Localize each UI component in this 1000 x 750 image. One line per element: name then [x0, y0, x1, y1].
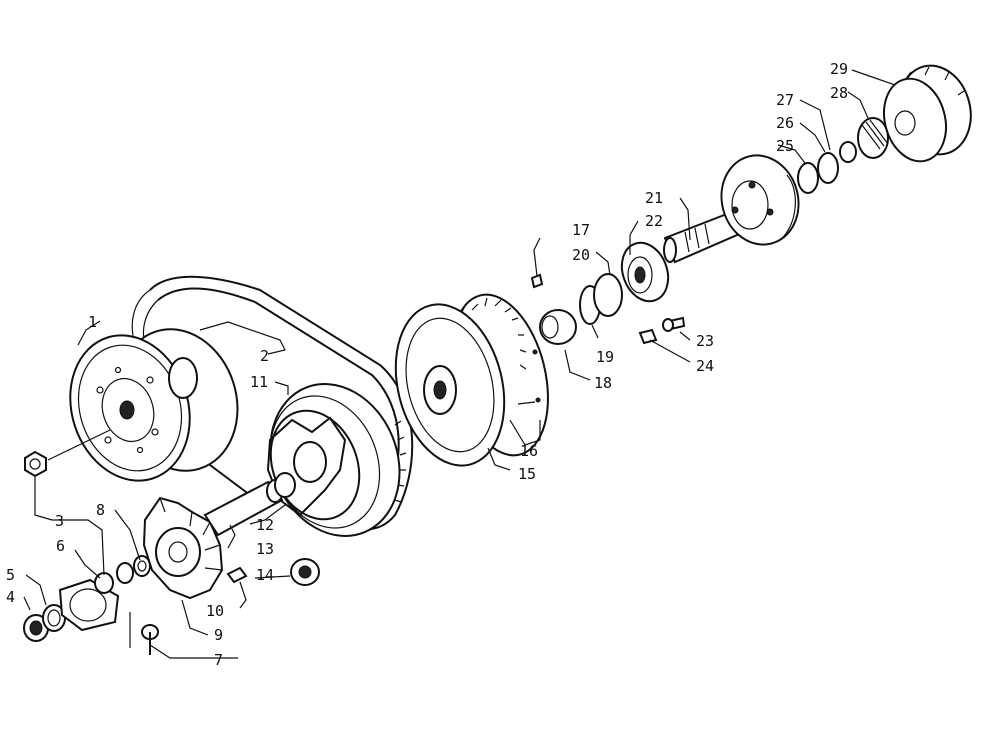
- callout-28: 28: [830, 84, 848, 102]
- callout-1: 1: [88, 313, 97, 331]
- bolt-part: [141, 624, 159, 655]
- callout-5: 5: [6, 566, 15, 584]
- callout-23: 23: [696, 332, 714, 350]
- callout-24: 24: [696, 357, 714, 375]
- callout-29: 29: [830, 60, 848, 78]
- callout-9: 9: [214, 626, 223, 644]
- bearing-group: [539, 241, 670, 345]
- leader-lines: [23, 69, 896, 659]
- driven-sheave: [394, 293, 549, 467]
- bearing-and-washers: [23, 555, 151, 642]
- callout-10: 10: [206, 602, 224, 620]
- callout-12: 12: [256, 516, 274, 534]
- callout-11: 11: [250, 373, 268, 391]
- callout-15: 15: [518, 465, 536, 483]
- callout-4: 4: [6, 588, 15, 606]
- callout-22: 22: [645, 212, 663, 230]
- nut-part: [24, 450, 47, 478]
- drive-clutch-sheave: [69, 328, 239, 482]
- rings-and-bearing: [797, 117, 889, 194]
- callout-27: 27: [776, 91, 794, 109]
- callout-19: 19: [596, 348, 614, 366]
- callout-18: 18: [594, 374, 612, 392]
- hardware-bolts: [530, 273, 686, 345]
- callout-26: 26: [776, 114, 794, 132]
- callout-6: 6: [56, 537, 65, 555]
- callout-20: 20: [572, 246, 590, 264]
- clutch-drum: [883, 64, 972, 163]
- callout-2: 2: [260, 347, 269, 365]
- callout-14: 14: [256, 566, 274, 584]
- callout-3: 3: [55, 512, 64, 530]
- callout-13: 13: [256, 540, 274, 558]
- driven-clutch: [266, 383, 407, 537]
- callout-21: 21: [645, 189, 663, 207]
- small-parts: [226, 558, 320, 586]
- movable-sheave: [142, 496, 224, 600]
- callout-7: 7: [214, 651, 223, 669]
- callout-8: 8: [96, 501, 105, 519]
- callouts: 1 2 3 4 5 6 7 8 9 10 11 12 13 14 15 16 1…: [6, 60, 848, 669]
- output-shaft: [663, 154, 800, 264]
- callout-16: 16: [520, 442, 538, 460]
- spacer-tube: [203, 472, 296, 537]
- callout-25: 25: [776, 137, 794, 155]
- callout-17: 17: [572, 221, 590, 239]
